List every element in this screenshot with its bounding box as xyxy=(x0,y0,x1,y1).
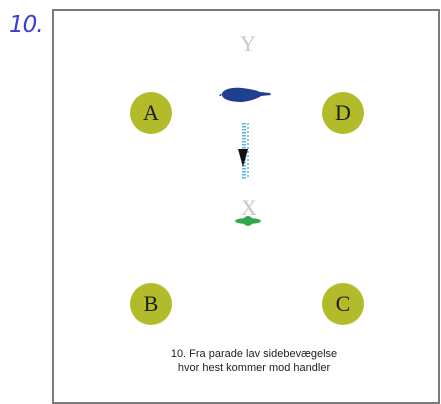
caption-line-2: hvor hest kommer mod handler xyxy=(177,362,331,374)
arrow-down-icon xyxy=(238,149,248,167)
marker-b: B xyxy=(130,283,172,325)
marker-a: A xyxy=(130,92,172,134)
marker-d: D xyxy=(322,92,364,134)
horse-icon xyxy=(219,87,271,102)
point-x-label: X xyxy=(241,195,257,220)
arena: Y A D B C X 10. Fra parade lav sidebevæg… xyxy=(52,9,440,404)
page-number: 10. xyxy=(9,12,44,38)
point-y-label: Y xyxy=(240,31,256,56)
marker-c: C xyxy=(322,283,364,325)
caption-line-1: 10. Fra parade lav sidebevægelse xyxy=(170,348,338,360)
handler-icon xyxy=(235,216,261,226)
caption: 10. Fra parade lav sidebevægelse hvor he… xyxy=(124,347,384,375)
